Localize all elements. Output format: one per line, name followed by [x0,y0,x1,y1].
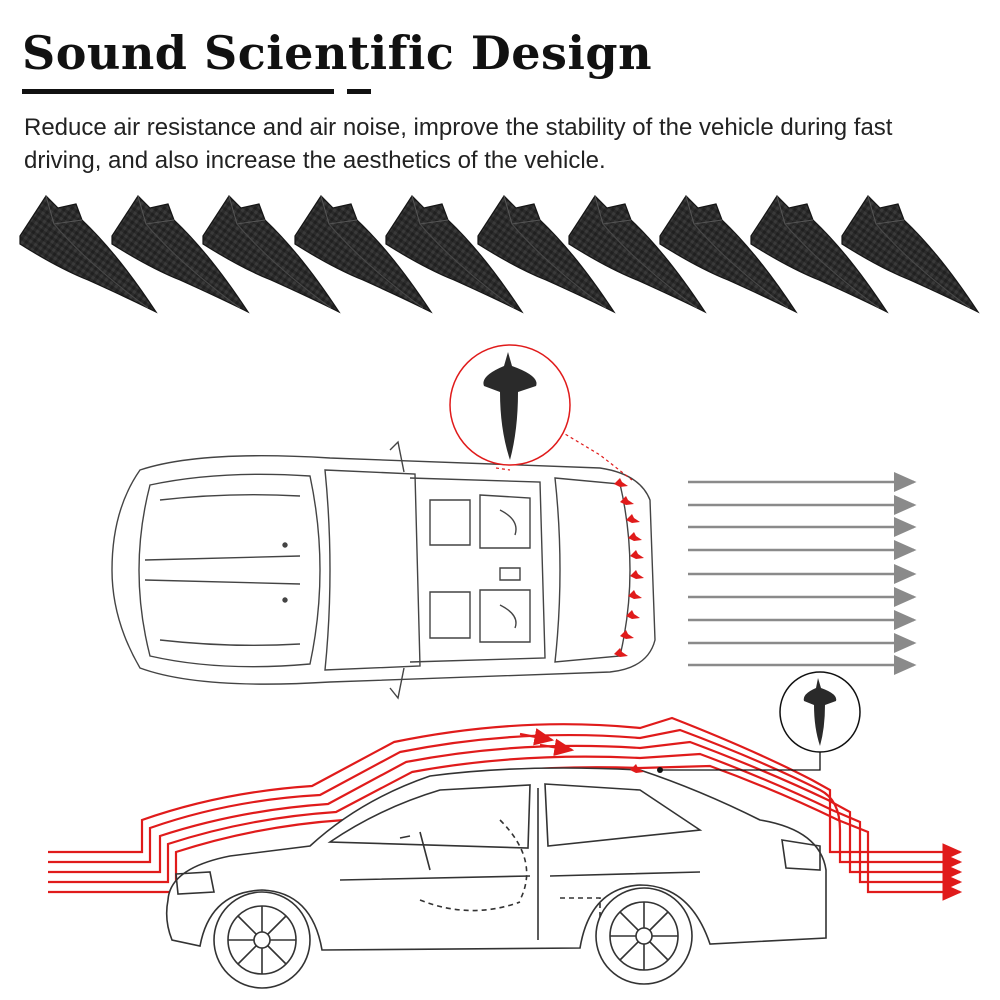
airflow-arrows [688,472,917,675]
callout-fin-top [449,344,571,466]
callout-fin-side [779,671,861,753]
wheel-icon [213,891,311,989]
title-underline [22,89,334,94]
page-title: Sound Scientific Design [22,26,653,80]
car-side-view-icon [165,767,827,951]
car-top-view-icon [111,440,656,700]
description-text: Reduce air resistance and air noise, imp… [24,114,893,174]
title-underline-accent [347,89,371,94]
airflow-diagram [48,344,963,989]
product-fins-row [19,195,979,313]
wheel-icon [595,887,693,985]
